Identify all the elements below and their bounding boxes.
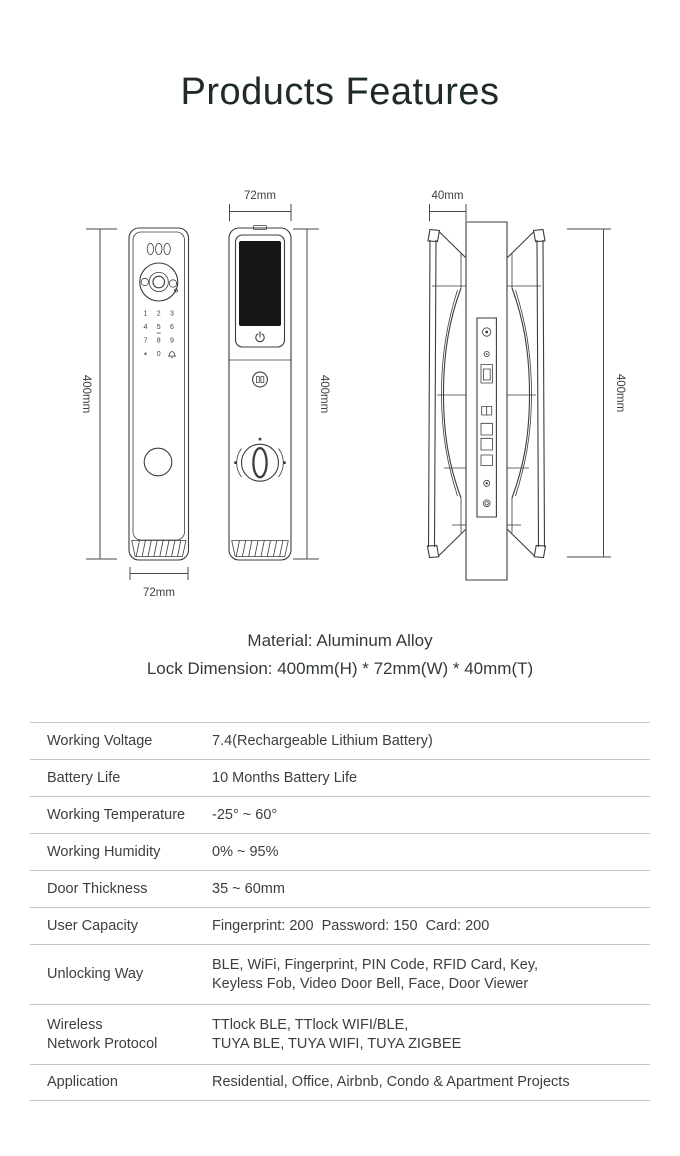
- keypad-key-6: 6: [170, 324, 174, 331]
- table-row: Working Temperature -25° ~ 60°: [30, 796, 650, 833]
- spec-label: Working Humidity: [47, 843, 161, 860]
- keypad-key-5: 5: [157, 324, 161, 331]
- keypad-key-9: 9: [170, 338, 174, 345]
- dimension-label: 400mm: [318, 375, 330, 413]
- spec-value: 0% ~ 95%: [212, 843, 279, 860]
- spec-label: Battery Life: [47, 769, 121, 786]
- keypad-key-1: 1: [144, 311, 148, 318]
- lock-dimension-line: Lock Dimension: 400mm(H) * 72mm(W) * 40m…: [146, 658, 534, 678]
- mortise-faceplate: [477, 318, 496, 517]
- lock-body-outline: [229, 228, 291, 560]
- keypad-key-3: 3: [170, 311, 174, 318]
- keypad-key-2: 2: [157, 311, 161, 318]
- dimension-label: 400mm: [80, 375, 92, 413]
- sensor-ovals: [147, 243, 170, 254]
- power-icon: [256, 331, 264, 341]
- table-row: Application Residential, Office, Airbnb,…: [30, 1064, 650, 1101]
- dimension-label: 72mm: [244, 190, 276, 202]
- base-grille: [232, 541, 289, 557]
- lock-body-inner-line: [133, 232, 185, 540]
- lock-body-outline: [129, 228, 189, 560]
- spec-value: -25° ~ 60°: [212, 806, 278, 823]
- keypad-key-7: 7: [144, 338, 148, 345]
- spec-label: Application: [47, 1074, 118, 1090]
- front-view-exterior: 1 2 3 4 5 6 7 8 9 * 0: [129, 228, 189, 560]
- dimension-label: 72mm: [143, 587, 175, 599]
- fingerprint-sensor-icon: [144, 448, 172, 476]
- table-row: Door Thickness 35 ~ 60mm: [30, 870, 650, 907]
- dimension-side-thickness: 40mm: [430, 190, 467, 221]
- thumbturn-knob-icon: [234, 437, 286, 481]
- latch-bolt: [481, 365, 492, 384]
- spec-label: Door Thickness: [47, 880, 148, 897]
- spec-value: 35 ~ 60mm: [212, 880, 285, 897]
- lock-technical-drawing: 1 2 3 4 5 6 7 8 9 * 0: [80, 190, 626, 599]
- table-row: Working Humidity 0% ~ 95%: [30, 833, 650, 870]
- spec-label: Working Voltage: [47, 732, 153, 749]
- spec-label: User Capacity: [47, 917, 139, 934]
- dimension-front-width-top: 72mm: [230, 190, 292, 221]
- spec-value: BLE, WiFi, Fingerprint, PIN Code, RFID C…: [212, 956, 539, 992]
- spec-value: Fingerprint: 200 Password: 150 Card: 200: [212, 917, 490, 934]
- keypad-key-8: 8: [157, 338, 161, 345]
- keypad: 1 2 3 4 5 6 7 8 9 * 0: [144, 311, 176, 361]
- side-lock-body: [428, 230, 467, 558]
- spec-value: TTlock BLE, TTlock WIFI/BLE, TUYA BLE, T…: [212, 1016, 462, 1052]
- keypad-key-0: 0: [157, 351, 161, 358]
- dimension-label: 40mm: [432, 190, 464, 202]
- table-row: Battery Life 10 Months Battery Life: [30, 759, 650, 796]
- brand-badge-icon: [253, 372, 268, 387]
- spec-label: Unlocking Way: [47, 966, 144, 982]
- keypad-key-star: *: [144, 351, 148, 361]
- deadbolt: [481, 423, 492, 435]
- table-row: Working Voltage 7.4(Rechargeable Lithium…: [30, 722, 650, 759]
- material-info: Material: Aluminum Alloy Lock Dimension:…: [0, 627, 680, 682]
- spec-value: 7.4(Rechargeable Lithium Battery): [212, 732, 433, 749]
- doorbell-key-icon: [169, 352, 176, 359]
- front-view-interior: [229, 226, 291, 561]
- table-row: Wireless Network Protocol TTlock BLE, TT…: [30, 1004, 650, 1064]
- table-row: Unlocking Way BLE, WiFi, Fingerprint, PI…: [30, 944, 650, 1004]
- door-slab: [466, 222, 507, 580]
- spec-label: Working Temperature: [47, 806, 186, 823]
- specs-table: Working Voltage 7.4(Rechargeable Lithium…: [30, 722, 650, 1101]
- dimension-label: 400mm: [614, 374, 626, 412]
- spec-value: 10 Months Battery Life: [212, 769, 358, 786]
- screen-panel: [236, 235, 285, 347]
- table-row: User Capacity Fingerprint: 200 Password:…: [30, 907, 650, 944]
- page-title: Products Features: [180, 71, 500, 113]
- base-grille: [132, 541, 186, 557]
- side-view: [428, 222, 547, 580]
- dimension-front-height-left: 400mm: [80, 229, 117, 559]
- screen: [239, 241, 281, 326]
- keypad-key-4: 4: [144, 324, 148, 331]
- dimension-front-height-right: 400mm: [293, 229, 330, 559]
- spec-value: Residential, Office, Airbnb, Condo & Apa…: [212, 1074, 570, 1090]
- dimension-front-width-bottom: 72mm: [130, 567, 188, 599]
- dimension-side-height: 400mm: [567, 229, 626, 557]
- material-line: Material: Aluminum Alloy: [247, 631, 433, 650]
- side-lock-body-mirrored: [506, 228, 547, 559]
- camera-icon: [140, 263, 178, 301]
- spec-label: Wireless Network Protocol: [47, 1016, 158, 1052]
